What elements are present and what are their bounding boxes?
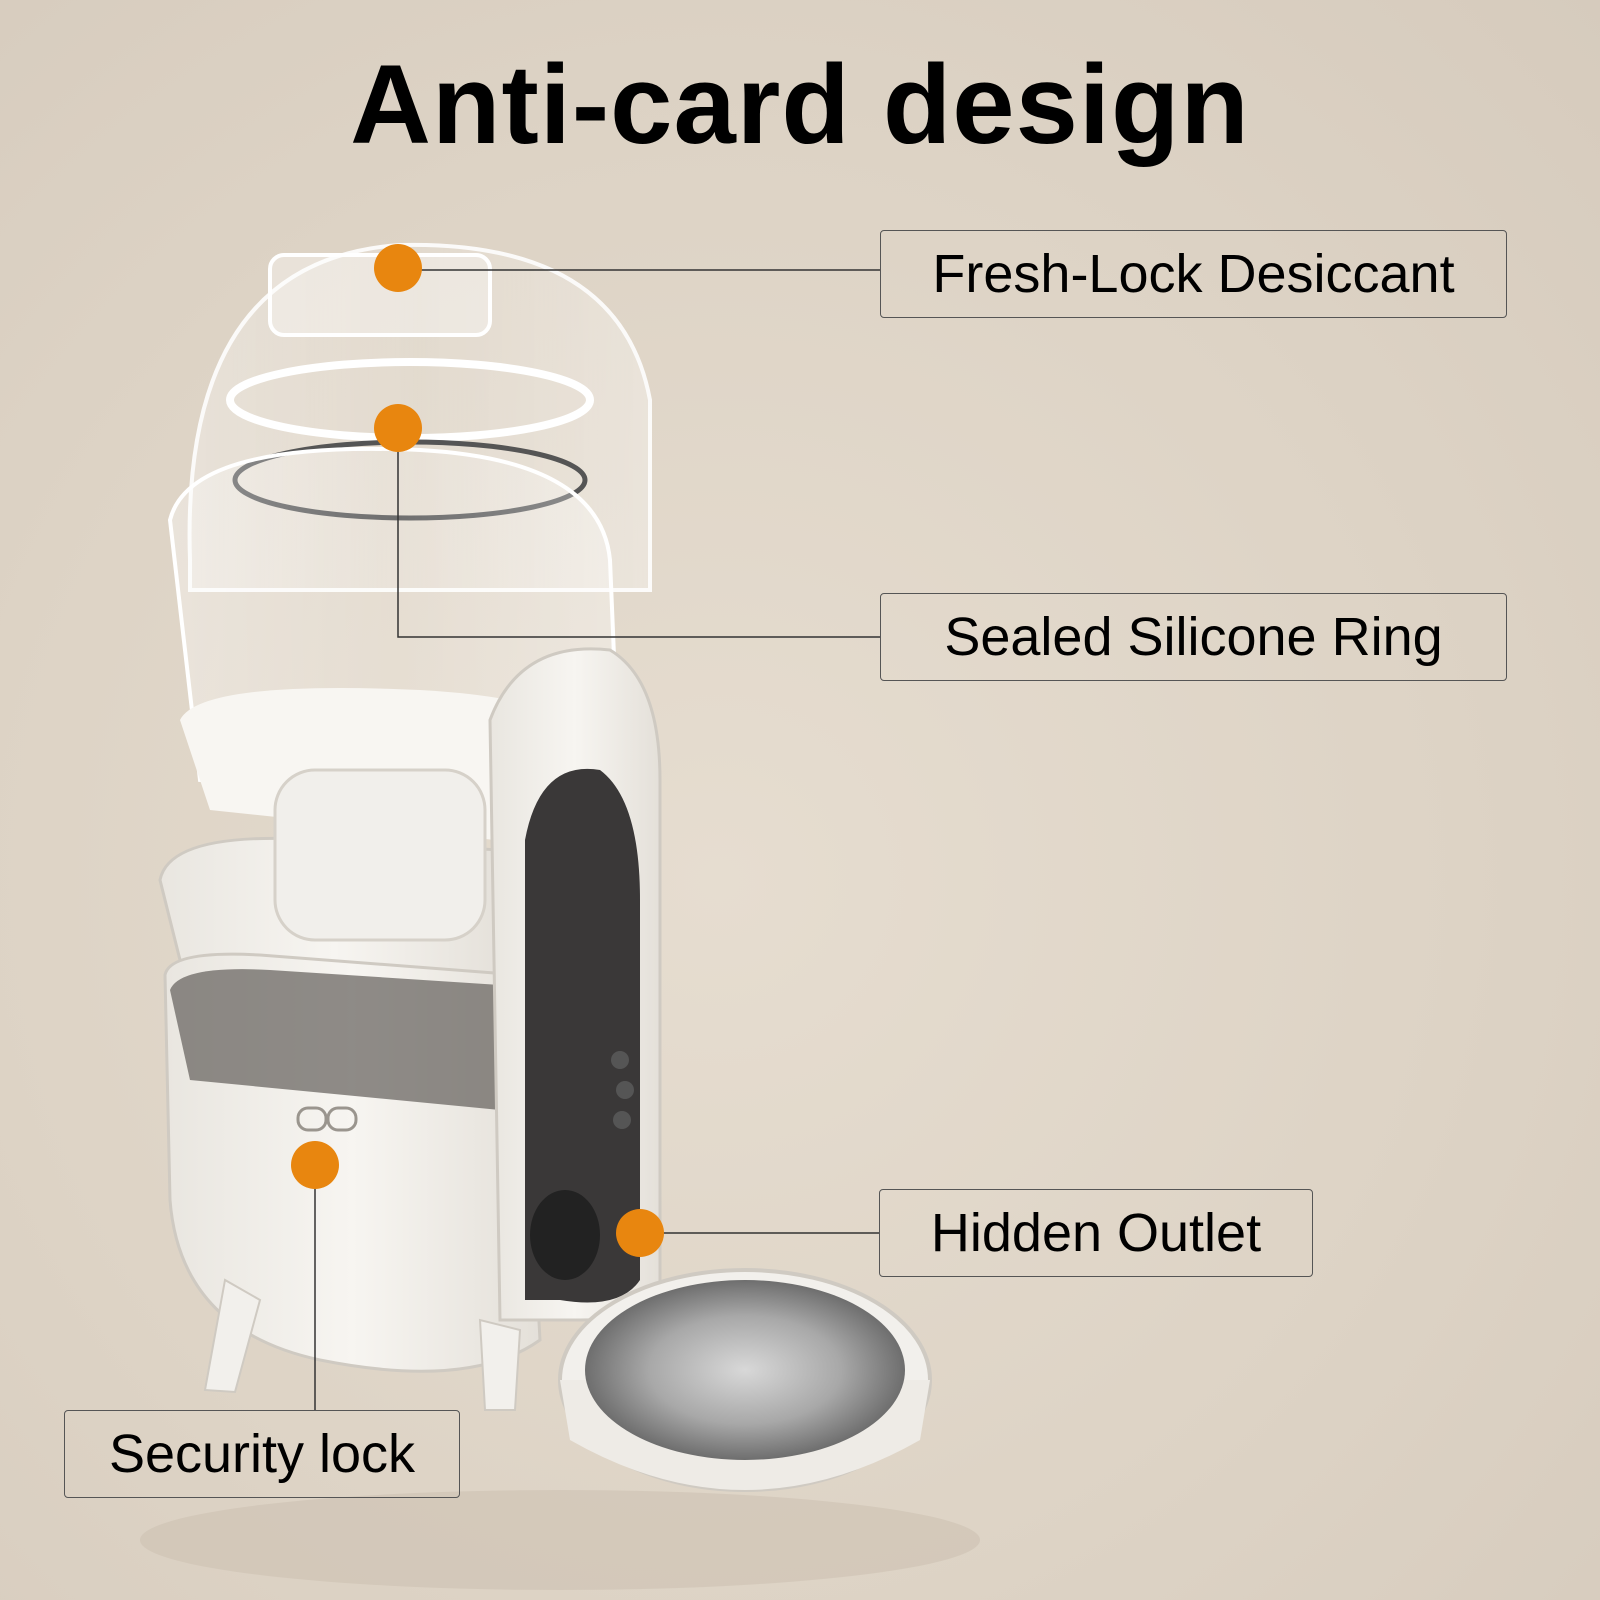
bowl-steel — [585, 1280, 905, 1460]
leg-right — [478, 1318, 522, 1411]
dark-window — [525, 768, 640, 1303]
security-lock-glyph — [296, 1106, 358, 1132]
callout-sealed-silicone-ring: Sealed Silicone Ring — [880, 593, 1507, 681]
panel-button-2 — [616, 1081, 634, 1099]
panel-button-3 — [613, 1111, 631, 1129]
desiccant-box — [268, 253, 492, 337]
callout-security-lock: Security lock — [64, 1410, 460, 1498]
page-title: Anti-card design — [350, 42, 1250, 167]
hidden-outlet-opening — [530, 1190, 600, 1280]
leg-left — [203, 1278, 262, 1394]
panel-button-1 — [611, 1051, 629, 1069]
callout-fresh-lock-desiccant: Fresh-Lock Desiccant — [880, 230, 1507, 318]
callout-hidden-outlet: Hidden Outlet — [879, 1189, 1313, 1277]
floor-shadow — [140, 1490, 980, 1590]
base-opening — [170, 969, 500, 1110]
dispenser-cylinder — [273, 768, 487, 942]
